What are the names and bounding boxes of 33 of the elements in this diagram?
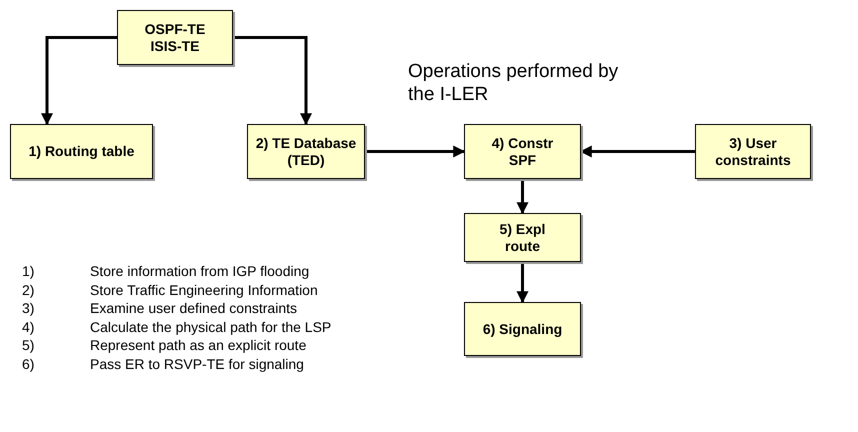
arrow <box>365 146 466 158</box>
list-item: Calculate the physical path for the LSP <box>90 318 332 334</box>
list-number: 2) <box>22 282 34 298</box>
box-label: 2) TE Database (TED) <box>254 134 358 168</box>
list-number: 6) <box>22 356 34 372</box>
process-box <box>464 124 581 179</box>
box-label: 6) Signaling <box>482 320 562 338</box>
list-number: 3) <box>22 300 34 316</box>
list-item: Examine user defined constraints <box>90 300 297 316</box>
list-item: Store information from IGP flooding <box>90 263 310 279</box>
box-label: 3) User constraints <box>714 134 792 168</box>
box-label: 5) Expl route <box>498 220 546 254</box>
list-number: 5) <box>22 337 34 353</box>
process-box <box>10 124 153 179</box>
list-item: Store Traffic Engineering Information <box>90 282 318 298</box>
process-box <box>695 124 811 179</box>
box-label: 4) Constr SPF <box>490 134 554 168</box>
box-label: OSPF-TE <box>144 20 206 38</box>
arrow <box>516 179 528 214</box>
arrow <box>41 36 117 126</box>
box-label: ISIS-TE <box>150 38 200 54</box>
list-number: 1) <box>22 263 34 279</box>
arrow <box>516 262 528 304</box>
process-box <box>464 302 581 356</box>
list-item: Pass ER to RSVP-TE for signaling <box>90 356 304 372</box>
list-item: Represent path as an explicit route <box>90 337 306 353</box>
process-box <box>464 213 581 262</box>
list-number: 4) <box>22 318 34 334</box>
process-box <box>117 10 233 65</box>
title-text: Operations performed by the I-LER <box>408 60 620 106</box>
process-box <box>247 124 365 179</box>
box-label: 1) Routing table <box>28 143 134 160</box>
arrow <box>233 36 312 126</box>
